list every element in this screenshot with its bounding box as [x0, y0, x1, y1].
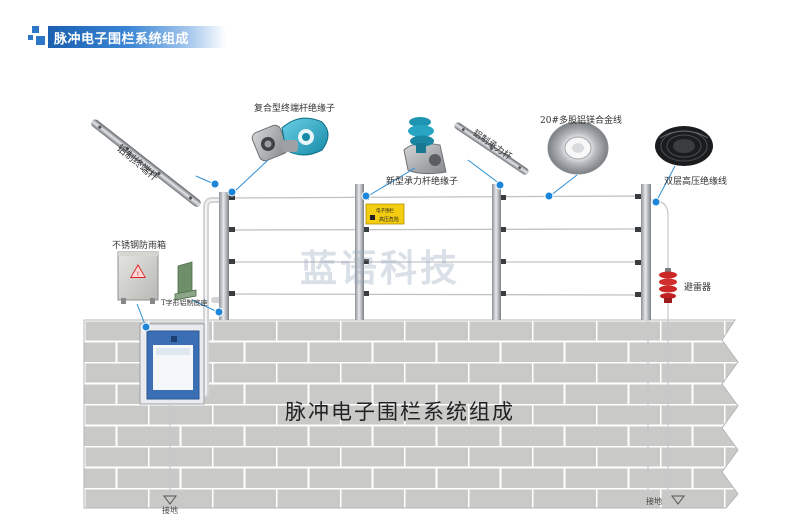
sign-line2: 高压危险 — [379, 216, 399, 223]
label-lightning-arrester: 避雷器 — [684, 283, 712, 293]
header-square-icon — [36, 36, 45, 45]
aluminum-terminal-pole-product — [91, 119, 201, 207]
composite-terminal-insulator-product — [251, 117, 329, 162]
label-stainless-box: 不锈钢防雨箱 — [112, 241, 167, 251]
lightning-arrester — [659, 268, 677, 303]
ground-symbol-right — [671, 495, 685, 505]
brick-wall — [83, 319, 739, 509]
stainless-box-product: ! — [117, 251, 159, 304]
ground-symbol-left — [163, 495, 177, 505]
bearing-pole — [355, 184, 364, 320]
header-square-icon — [28, 35, 33, 40]
svg-text:!: ! — [137, 271, 139, 278]
aluminum-wire-coil-product — [547, 121, 609, 175]
callout-dots — [141, 179, 661, 332]
label-ground-right: 接地 — [646, 497, 662, 506]
label-ground-left: 接地 — [162, 506, 178, 515]
terminal-pole-left — [219, 192, 229, 320]
pole-insulators — [229, 194, 641, 297]
callout-lines — [136, 159, 676, 328]
fence-wires — [223, 195, 647, 296]
wall-title: 脉冲电子围栏系统组成 — [285, 400, 515, 424]
warning-sign: 电子围栏 高压危险 — [365, 203, 405, 225]
label-alloy-wire: 20#多股铝镁合金线 — [540, 116, 622, 126]
terminal-pole-right — [641, 184, 651, 320]
label-new-bearing-insulator: 新型承力杆绝缘子 — [386, 177, 459, 187]
header-square-icon — [32, 26, 39, 33]
hv-cable-coil-product — [655, 126, 713, 166]
section-header: 脉冲电子围栏系统组成 — [28, 26, 226, 48]
header-bar — [48, 26, 226, 48]
label-t-bracket: T字形铝制底座 — [161, 299, 208, 307]
pulse-host-controller — [139, 323, 205, 496]
watermark: 蓝语科技 — [300, 247, 460, 290]
sign-line1: 电子围栏 — [376, 207, 394, 214]
header-title: 脉冲电子围栏系统组成 — [54, 32, 190, 47]
aluminum-bearing-pole-product — [454, 122, 529, 175]
fence-poles — [219, 184, 651, 320]
label-hv-cable: 双层高压绝缘线 — [664, 177, 728, 187]
new-bearing-insulator-product — [403, 117, 447, 175]
bearing-pole — [492, 184, 501, 320]
t-bracket-product — [174, 261, 197, 301]
label-composite-terminal-insulator: 复合型终端杆绝缘子 — [254, 104, 336, 114]
